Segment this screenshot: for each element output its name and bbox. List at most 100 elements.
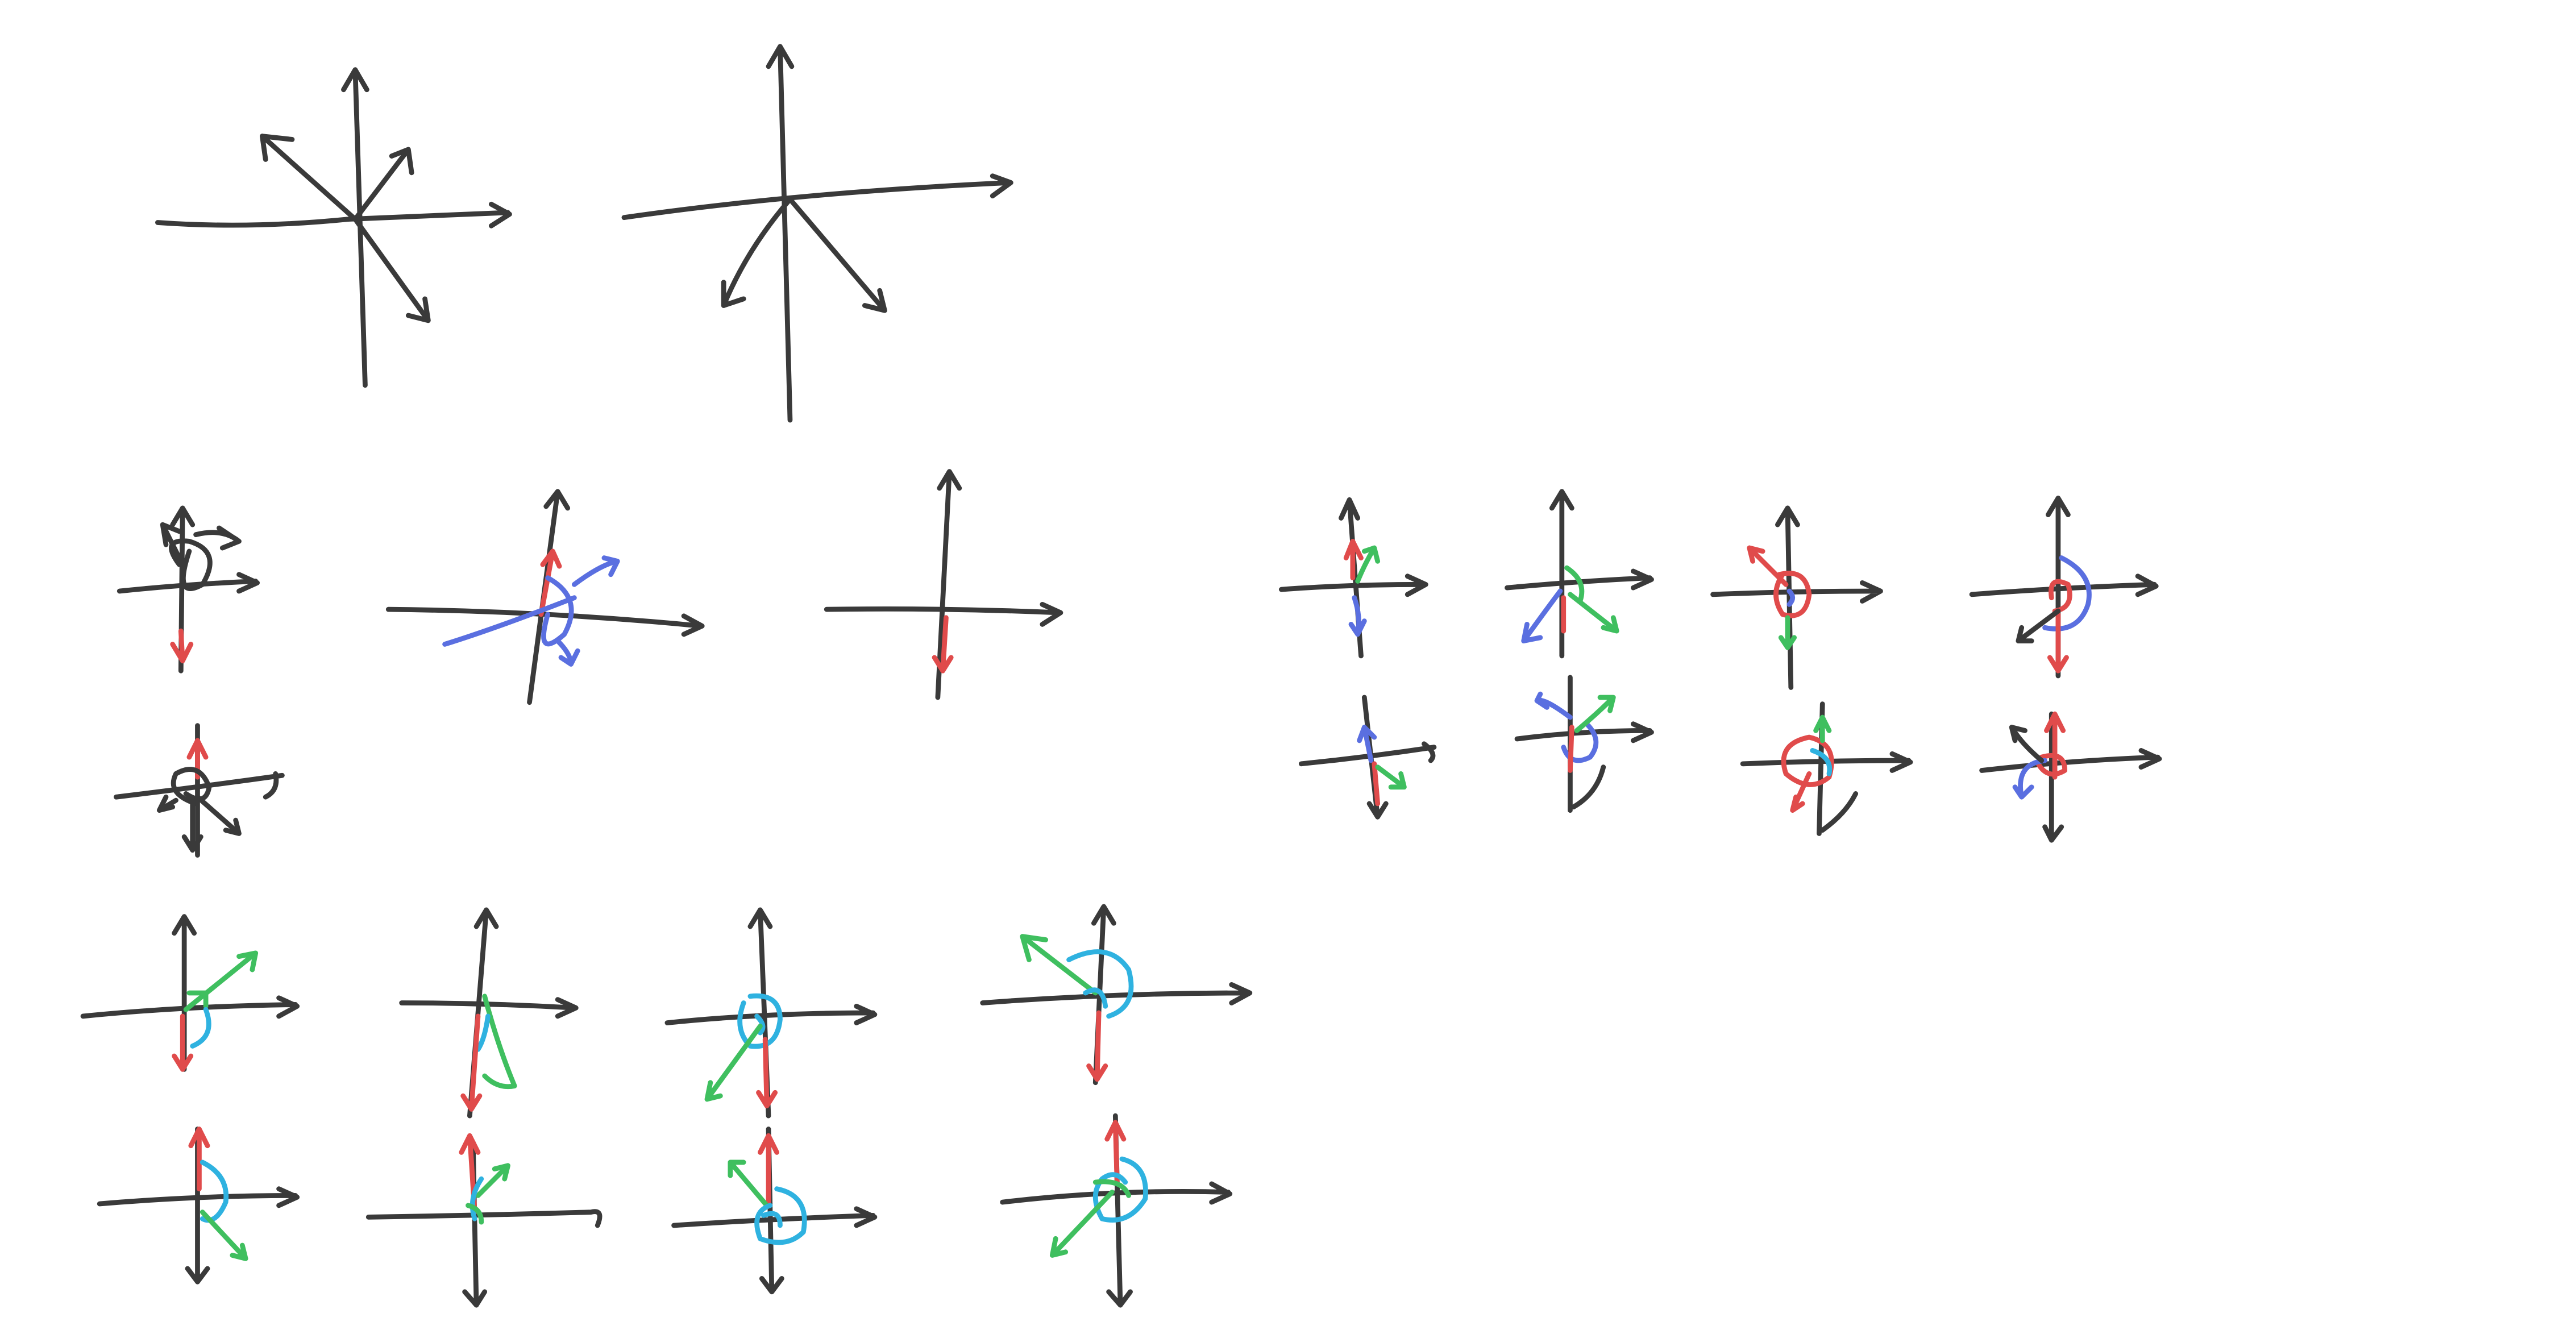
x-axis — [621, 173, 1013, 221]
x-axis — [1710, 580, 1883, 604]
sketch-axes-6 — [114, 723, 285, 858]
dark-vector — [2016, 608, 2061, 644]
sketch-axes-11 — [1298, 695, 1437, 820]
red-vector — [538, 548, 562, 617]
red-vector — [2047, 612, 2069, 674]
sketch-axes-18 — [980, 904, 1253, 1086]
cyan-arc — [190, 1007, 211, 1049]
sketch-axes-10 — [1969, 496, 2159, 679]
x-axis — [1979, 748, 2162, 773]
blue-arc — [2042, 555, 2092, 631]
cyan-arc — [470, 1176, 484, 1221]
sketch-axes-14 — [1979, 711, 2162, 843]
cyan-arc — [200, 1159, 229, 1223]
sketch-axes-7 — [1278, 497, 1428, 659]
green-stroke — [1778, 615, 1797, 650]
sketch-axes-12 — [1514, 675, 1654, 813]
green-vector — [475, 1163, 510, 1198]
x-axis — [980, 982, 1253, 1005]
x-axis — [1514, 721, 1654, 743]
red-vector — [1343, 538, 1364, 581]
blue-vector — [1357, 725, 1377, 763]
sketch-axes-1 — [155, 67, 512, 388]
vector-lower-right — [352, 217, 431, 323]
sketch-axes-19 — [97, 1127, 300, 1285]
vector-upper-right — [352, 147, 414, 222]
cyan-loop — [1093, 1156, 1148, 1223]
blue-arc — [1534, 691, 1599, 763]
red-stroke — [1568, 725, 1574, 773]
sketch-axes-4 — [385, 489, 705, 705]
black-hook — [1570, 764, 1606, 810]
blue-dot — [1786, 588, 1796, 607]
red-loop — [2049, 579, 2072, 614]
blue-vector — [1521, 588, 1563, 644]
red-vector — [1372, 761, 1381, 807]
sketch-axes-21 — [671, 1127, 878, 1295]
green-tick — [466, 1203, 484, 1225]
green-curve — [482, 994, 517, 1090]
x-axis — [671, 1206, 878, 1228]
cyan-loop — [1066, 949, 1134, 1019]
red-vector — [758, 1133, 779, 1205]
sketch-axes-5 — [824, 469, 1063, 700]
green-vector — [1355, 545, 1381, 584]
y-axis — [2042, 711, 2064, 843]
sketch-axes-15 — [80, 914, 300, 1072]
black-hook — [1819, 791, 1859, 833]
green-vector — [1813, 714, 1832, 743]
green-vector — [1049, 1179, 1132, 1258]
sketch-axes-8 — [1505, 489, 1654, 659]
red-vector — [188, 1127, 210, 1192]
x-axis — [1278, 573, 1428, 597]
cyan-loop — [754, 1186, 807, 1245]
small-arrow — [160, 522, 185, 567]
red-vector — [1104, 1120, 1127, 1185]
dark-vector — [2009, 725, 2045, 763]
blue-hook — [555, 638, 580, 667]
sketch-axes-3 — [117, 505, 260, 674]
red-vector — [756, 1037, 778, 1108]
sketch-axes-2 — [621, 44, 1013, 423]
x-axis — [155, 201, 512, 228]
blue-axis — [442, 555, 620, 647]
green-vector — [183, 950, 259, 1012]
y-axis — [527, 489, 571, 705]
red-loop — [1781, 734, 1834, 787]
cyan-arc — [1810, 748, 1833, 776]
y-axis — [766, 44, 795, 423]
vector-lower-right — [195, 794, 242, 836]
sketch-axes-20 — [365, 1133, 603, 1308]
sketch-axes-9 — [1710, 505, 1883, 690]
sketch-axes-16 — [399, 907, 579, 1119]
red-vector — [2044, 711, 2066, 780]
vector-lower-right — [787, 197, 887, 313]
green-tick — [186, 990, 209, 1009]
red-vector — [932, 615, 954, 674]
green-vector — [1574, 695, 1616, 733]
green-vector — [1020, 934, 1098, 996]
vector-down — [181, 801, 203, 853]
red-loop — [1773, 571, 1812, 618]
sketch-axes-17 — [664, 907, 878, 1119]
red-vector — [170, 628, 194, 664]
green-vector — [704, 1024, 763, 1102]
x-axis — [365, 1209, 603, 1228]
red-vector — [460, 1013, 483, 1112]
cyan-arc — [475, 1013, 491, 1052]
green-vector — [1375, 764, 1407, 790]
red-vector — [1790, 771, 1812, 813]
red-vector — [1086, 1010, 1108, 1082]
sketch-axes-22 — [1000, 1113, 1233, 1308]
green-vector — [1564, 565, 1619, 634]
blue-arc — [1348, 595, 1367, 637]
green-vector — [728, 1159, 770, 1208]
red-loop — [2035, 753, 2067, 777]
cyan-loop — [737, 993, 783, 1049]
vector-lower-left — [721, 197, 793, 308]
sketch-axes-13 — [1740, 701, 1913, 836]
green-vector — [200, 1210, 248, 1261]
y-axis — [1106, 1113, 1133, 1308]
